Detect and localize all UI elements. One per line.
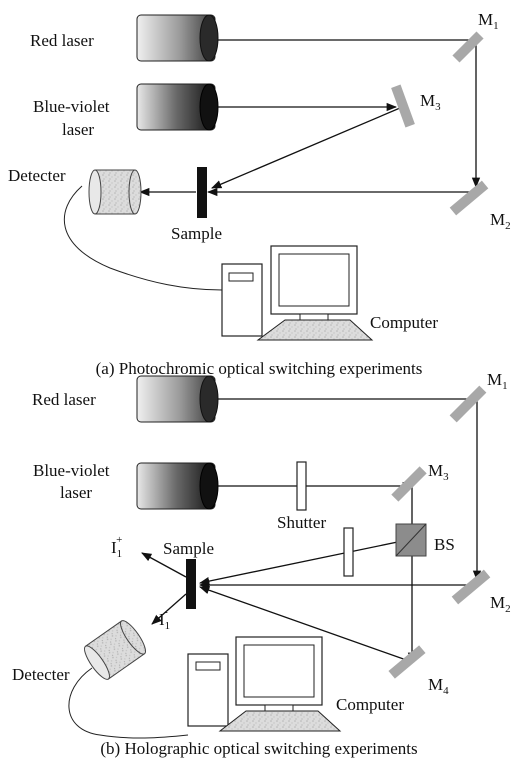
blue-laser-label-b-line1: Blue-violet <box>33 461 110 480</box>
blue-beam-a2 <box>211 107 401 189</box>
computer-label-b: Computer <box>336 695 404 714</box>
detector-a <box>88 169 142 215</box>
blue-laser-label-a-line2: laser <box>62 120 94 139</box>
panel-b: Red laser Blue-violet laser Shutter BS <box>12 370 511 758</box>
mirror-m3-a <box>391 84 415 128</box>
sample-b <box>186 559 196 609</box>
beam-splitter-label: BS <box>434 535 455 554</box>
mirror-m3-b <box>391 466 427 502</box>
computer-a <box>221 245 374 341</box>
mirror-m3-label-a: M3 <box>420 91 441 113</box>
sample-a <box>197 167 207 218</box>
red-laser-label-a: Red laser <box>30 31 94 50</box>
mirror-m2-label-b: M2 <box>490 593 511 615</box>
detector-cable-a <box>63 185 223 291</box>
mirror-m1-b <box>449 385 487 423</box>
red-laser-a <box>136 14 219 62</box>
blue-violet-laser-b <box>136 462 219 510</box>
blue-laser-label-a-line1: Blue-violet <box>33 97 110 116</box>
detector-b <box>83 620 147 680</box>
object-beam-b <box>198 538 413 586</box>
blue-laser-label-b-line2: laser <box>60 483 92 502</box>
mirror-m4-b <box>388 645 426 679</box>
shutter-label: Shutter <box>277 513 326 532</box>
reference-beam-b <box>199 586 413 663</box>
sample-label-a: Sample <box>171 224 222 243</box>
red-laser-b <box>136 375 219 423</box>
detector-cable-b <box>68 667 189 739</box>
blue-violet-laser-a <box>136 83 219 131</box>
computer-b <box>187 636 342 732</box>
shutter-2 <box>343 527 354 577</box>
mirror-m2-a <box>449 180 489 216</box>
mirror-m2-label-a: M2 <box>490 210 511 232</box>
computer-label-a: Computer <box>370 313 438 332</box>
caption-b: (b) Holographic optical switching experi… <box>100 739 417 758</box>
shutter-1 <box>296 461 307 511</box>
diffracted-beam-plus <box>141 552 187 578</box>
mirror-m3-label-b: M3 <box>428 461 449 483</box>
mirror-m1-label-a: M1 <box>478 10 499 32</box>
mirror-m1-a <box>452 31 484 63</box>
i1-minus-label: I1- <box>159 606 170 632</box>
mirror-m2-b <box>451 569 491 605</box>
diffracted-beam-minus <box>151 593 187 625</box>
detector-label-a: Detecter <box>8 166 66 185</box>
caption-a: (a) Photochromic optical switching exper… <box>96 359 423 378</box>
mirror-m1-label-b: M1 <box>487 370 508 392</box>
red-laser-label-b: Red laser <box>32 390 96 409</box>
panel-a: Red laser Blue-violet laser M1 M3 M2 Sam… <box>8 10 511 378</box>
mirror-m4-label-b: M4 <box>428 675 449 697</box>
detector-label-b: Detecter <box>12 665 70 684</box>
sample-label-b: Sample <box>163 539 214 558</box>
i1-plus-label: I1+ <box>111 534 122 560</box>
beam-splitter-diagonal <box>395 523 427 557</box>
